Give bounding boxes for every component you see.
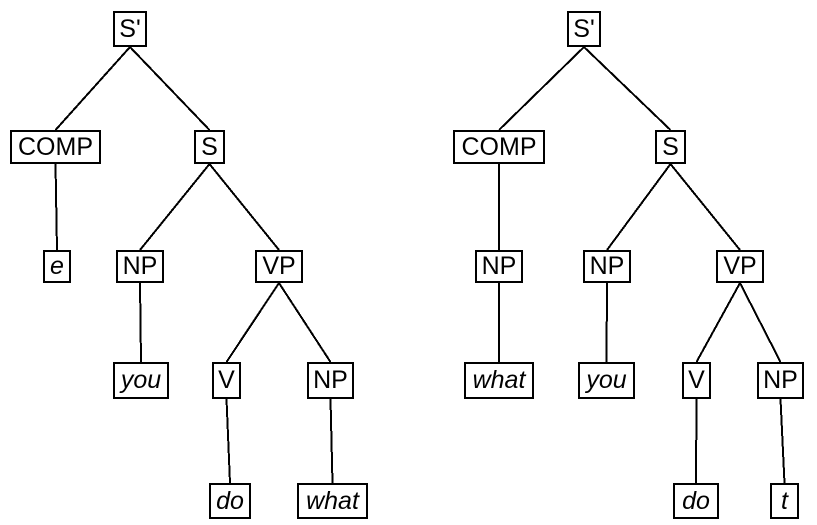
tree-edge-R-V-to-R-do xyxy=(695,398,698,484)
tree-edge-R-NP2-to-R-t xyxy=(779,398,786,484)
tree-node-l-s: S xyxy=(194,130,225,164)
tree-node-l-e: e xyxy=(43,250,71,283)
tree-node-r-what: what xyxy=(464,362,534,399)
tree-node-l-v: V xyxy=(212,362,241,399)
tree-node-l-np2: NP xyxy=(307,362,354,399)
tree-edge-R-VP-to-R-V xyxy=(695,282,741,363)
tree-edge-L-COMP-to-L-e xyxy=(54,163,58,251)
tree-edge-R-NP1-to-R-you xyxy=(605,282,608,363)
tree-edge-R-S-to-R-NP1 xyxy=(606,163,672,251)
tree-edge-L-S-to-L-VP xyxy=(208,163,280,251)
tree-node-l-you: you xyxy=(113,362,169,399)
tree-edge-L-S-to-L-NP1 xyxy=(139,163,211,251)
tree-edge-R-Sbar-to-R-COMP xyxy=(498,46,585,131)
tree-node-r-vp: VP xyxy=(716,250,764,283)
tree-node-l-do: do xyxy=(209,483,251,519)
tree-node-l-np1: NP xyxy=(116,250,164,283)
tree-edge-L-VP-to-L-NP2 xyxy=(278,282,332,363)
tree-edge-R-S-to-R-VP xyxy=(669,163,741,251)
tree-node-r-comp: COMP xyxy=(453,130,545,164)
tree-node-r-do: do xyxy=(673,483,719,519)
tree-node-l-vp: VP xyxy=(255,250,303,283)
tree-node-r-v: V xyxy=(682,362,711,399)
tree-node-r-sbar: S' xyxy=(567,11,601,47)
tree-node-r-you: you xyxy=(578,362,635,399)
tree-edge-L-NP2-to-L-what xyxy=(329,398,334,484)
tree-edge-L-VP-to-L-V xyxy=(225,282,280,363)
tree-edge-L-V-to-L-do xyxy=(225,398,231,484)
tree-edge-L-Sbar-to-L-S xyxy=(129,46,211,131)
tree-node-l-comp: COMP xyxy=(10,130,101,164)
tree-node-r-np0: NP xyxy=(475,250,523,283)
tree-node-r-np1: NP xyxy=(583,250,631,283)
tree-node-r-s: S xyxy=(655,130,686,164)
tree-node-l-sbar: S' xyxy=(113,11,147,47)
tree-edge-R-Sbar-to-R-S xyxy=(583,46,672,131)
tree-node-r-np2: NP xyxy=(757,362,804,399)
tree-edge-L-Sbar-to-L-COMP xyxy=(54,46,131,131)
tree-edge-R-VP-to-R-NP2 xyxy=(739,282,782,363)
tree-edge-L-NP1-to-L-you xyxy=(139,282,142,363)
tree-node-r-t: t xyxy=(770,483,799,519)
tree-node-l-what: what xyxy=(297,483,368,519)
